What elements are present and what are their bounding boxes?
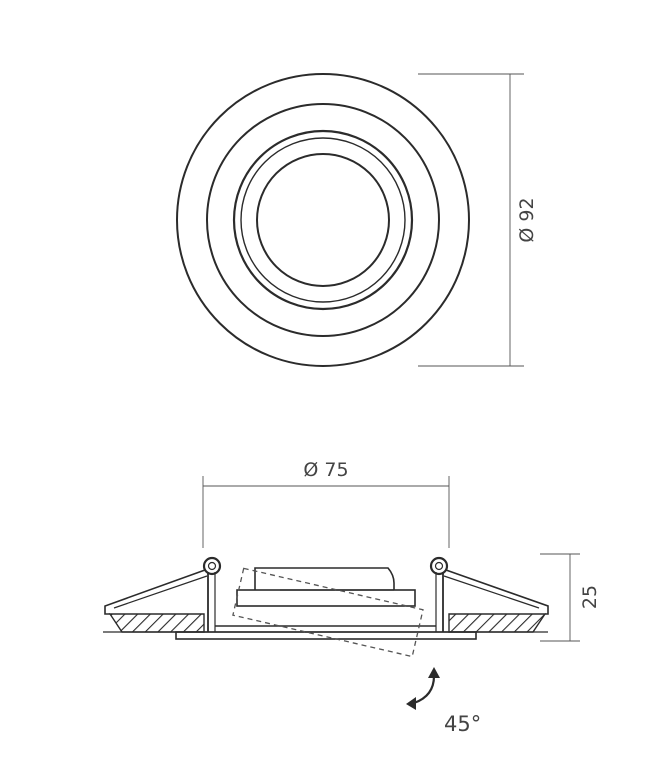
tilt-arrow-head-bottom <box>406 697 416 710</box>
tilt-angle-label: 45° <box>444 712 481 736</box>
height-label: 25 <box>579 585 601 609</box>
height-dimension: 25 <box>540 553 601 642</box>
cutout-diameter-dimension: Ø 75 <box>202 459 450 548</box>
lamp-holder <box>236 589 416 607</box>
ceiling-section-right <box>448 613 547 633</box>
flange-plate <box>175 631 477 640</box>
spring-arm-left <box>104 569 206 615</box>
spring-arm-left-inner <box>113 575 208 609</box>
outer-ring <box>176 73 470 367</box>
top-view <box>176 73 470 367</box>
ceiling-section-left <box>108 613 205 633</box>
spring-arm-right-inner <box>443 575 540 609</box>
side-view: 45° <box>103 556 549 736</box>
spring-pivot-right <box>429 556 449 576</box>
tilt-arrow-head-top <box>428 667 440 678</box>
outer-diameter-dimension: Ø 92 <box>418 73 538 367</box>
inner-ring-outer <box>232 129 414 311</box>
spring-pivot-left-core <box>207 561 217 571</box>
lamp-opening <box>256 153 390 287</box>
spring-pivot-left <box>202 556 222 576</box>
outer-diameter-label: Ø 92 <box>516 197 538 242</box>
tilt-arrow-icon <box>413 675 436 705</box>
lamp-body <box>254 567 395 590</box>
spring-pivot-right-core <box>434 561 444 571</box>
inner-ring-inner <box>240 137 406 303</box>
cutout-diameter-label: Ø 75 <box>303 459 348 481</box>
spring-arm-right <box>445 569 549 615</box>
bezel-ring <box>206 103 440 337</box>
tilted-lamp-outline <box>232 567 424 658</box>
